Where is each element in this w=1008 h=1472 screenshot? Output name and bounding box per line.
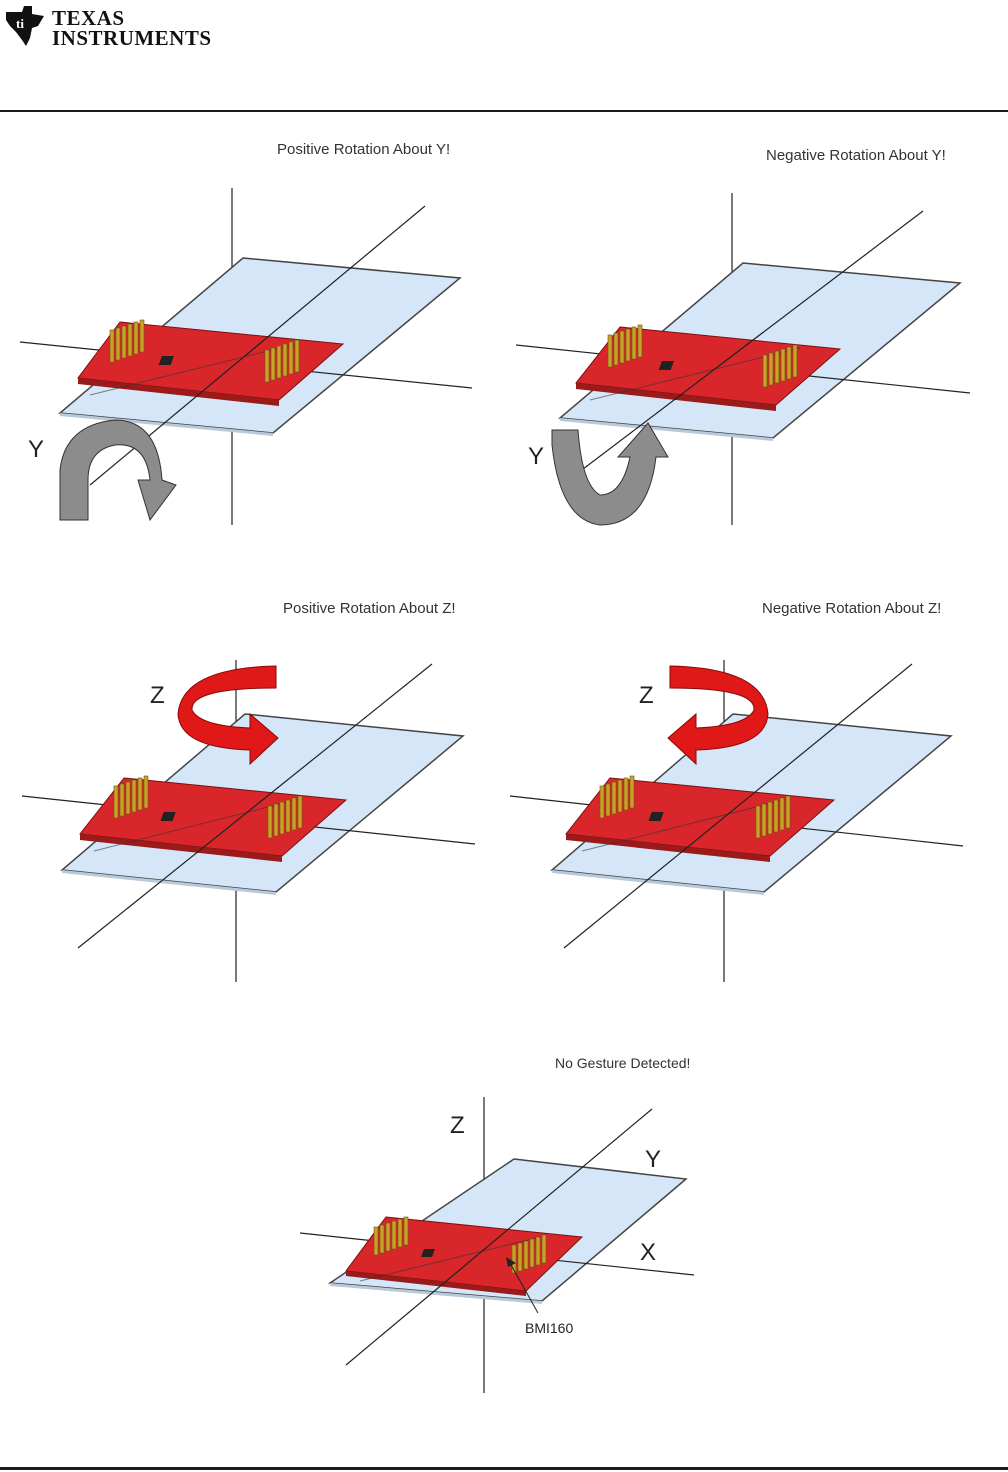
pin-header-left <box>113 775 149 819</box>
axis-label-z-negative: Z <box>639 682 654 709</box>
logo-text-line1: TEXAS <box>52 6 125 30</box>
figure-no-gesture <box>299 1097 695 1393</box>
pin-header-left <box>373 1216 409 1256</box>
header-rule <box>0 110 1008 112</box>
sensor-label: BMI160 <box>525 1320 574 1336</box>
pin-header-right <box>264 339 300 383</box>
figure-negative-z <box>509 660 964 982</box>
footer-rule <box>0 1467 1008 1470</box>
logo-text-line2: INSTRUMENTS <box>52 26 212 50</box>
figure-negative-y <box>515 193 971 526</box>
pin-header-left <box>109 319 145 363</box>
figure-title-positive-z: Positive Rotation About Z! <box>283 600 456 617</box>
axis-label-z-static: Z <box>450 1112 465 1139</box>
rotation-arrow-icon <box>177 665 279 766</box>
axis-label-y: Y <box>28 436 45 463</box>
axis-label-y-static: Y <box>645 1146 662 1173</box>
axis-label-z: Z <box>150 682 165 709</box>
pin-header-right <box>511 1234 547 1274</box>
figure-title-negative-z: Negative Rotation About Z! <box>762 600 942 617</box>
bmi160-chip <box>421 1249 435 1257</box>
ti-logo-icon: ti <box>6 6 44 46</box>
ti-logo: ti TEXAS INSTRUMENTS <box>2 4 211 50</box>
pin-header-left <box>607 324 643 368</box>
axis-label-y-negative: Y <box>528 443 545 470</box>
figure-title-no-gesture: No Gesture Detected! <box>555 1055 691 1071</box>
figure-positive-y <box>19 188 473 525</box>
bmi160-chip <box>648 812 664 821</box>
rotation-arrow-icon <box>59 419 177 522</box>
pin-header-right <box>762 344 798 388</box>
figure-title-positive-y: Positive Rotation About Y! <box>277 141 451 158</box>
figure-title-negative-y: Negative Rotation About Y! <box>766 147 946 164</box>
pin-header-left <box>599 775 635 819</box>
bmi160-chip <box>158 356 174 365</box>
svg-text:ti: ti <box>16 16 24 31</box>
rotation-arrow-icon <box>551 422 669 526</box>
bmi160-chip <box>658 361 674 370</box>
pin-header-right <box>267 795 303 839</box>
bmi160-chip <box>160 812 176 821</box>
figure-positive-z <box>21 660 476 982</box>
axis-label-x-static: X <box>640 1239 657 1266</box>
pin-header-right <box>755 795 791 839</box>
rotation-arrow-icon <box>667 665 769 766</box>
